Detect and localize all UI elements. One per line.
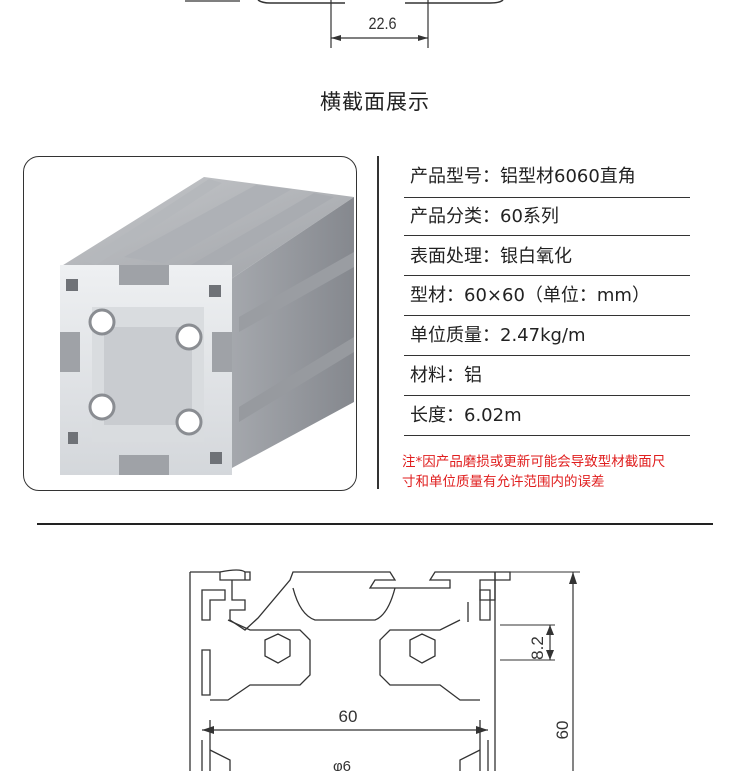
spec-material: 材料：铝 — [410, 365, 482, 386]
product-photo-frame — [23, 156, 357, 491]
top-dimension-label: 22.6 — [368, 15, 396, 33]
aluminum-profile-photo — [60, 177, 354, 475]
spec-profile: 型材：60×60（单位：mm） — [410, 285, 650, 306]
spec-surface: 表面处理：银白氧化 — [410, 246, 572, 267]
spec-separator — [404, 315, 690, 316]
spec-separator — [404, 435, 690, 436]
spec-separator — [404, 355, 690, 356]
width-dimension-label: 60 — [339, 707, 358, 726]
spec-category: 产品分类：60系列 — [410, 206, 559, 227]
spec-separator — [404, 395, 690, 396]
horizontal-divider — [37, 523, 713, 525]
spec-model: 产品型号：铝型材6060直角 — [410, 166, 636, 187]
spec-separator — [404, 235, 690, 236]
spec-separator — [404, 197, 690, 198]
diameter-label: φ6 — [333, 758, 351, 771]
top-dimension-drawing: 22.6 — [185, 0, 504, 48]
height-dimension-label: 60 — [553, 721, 572, 740]
note-line-2: 寸和单位质量有允许范围内的误差 — [402, 474, 605, 490]
spec-separator — [404, 275, 690, 276]
spec-length: 长度：6.02m — [410, 405, 522, 426]
vertical-divider — [377, 156, 379, 489]
note-line-1: 注*因产品磨损或更新可能会导致型材截面尺 — [402, 454, 666, 470]
slot-dimension-label: 8.2 — [528, 636, 547, 660]
spec-unit-weight: 单位质量：2.47kg/m — [410, 325, 586, 346]
section-title: 横截面展示 — [320, 90, 430, 114]
cross-section-drawing: 60 60 8.2 φ6 — [189, 569, 580, 771]
